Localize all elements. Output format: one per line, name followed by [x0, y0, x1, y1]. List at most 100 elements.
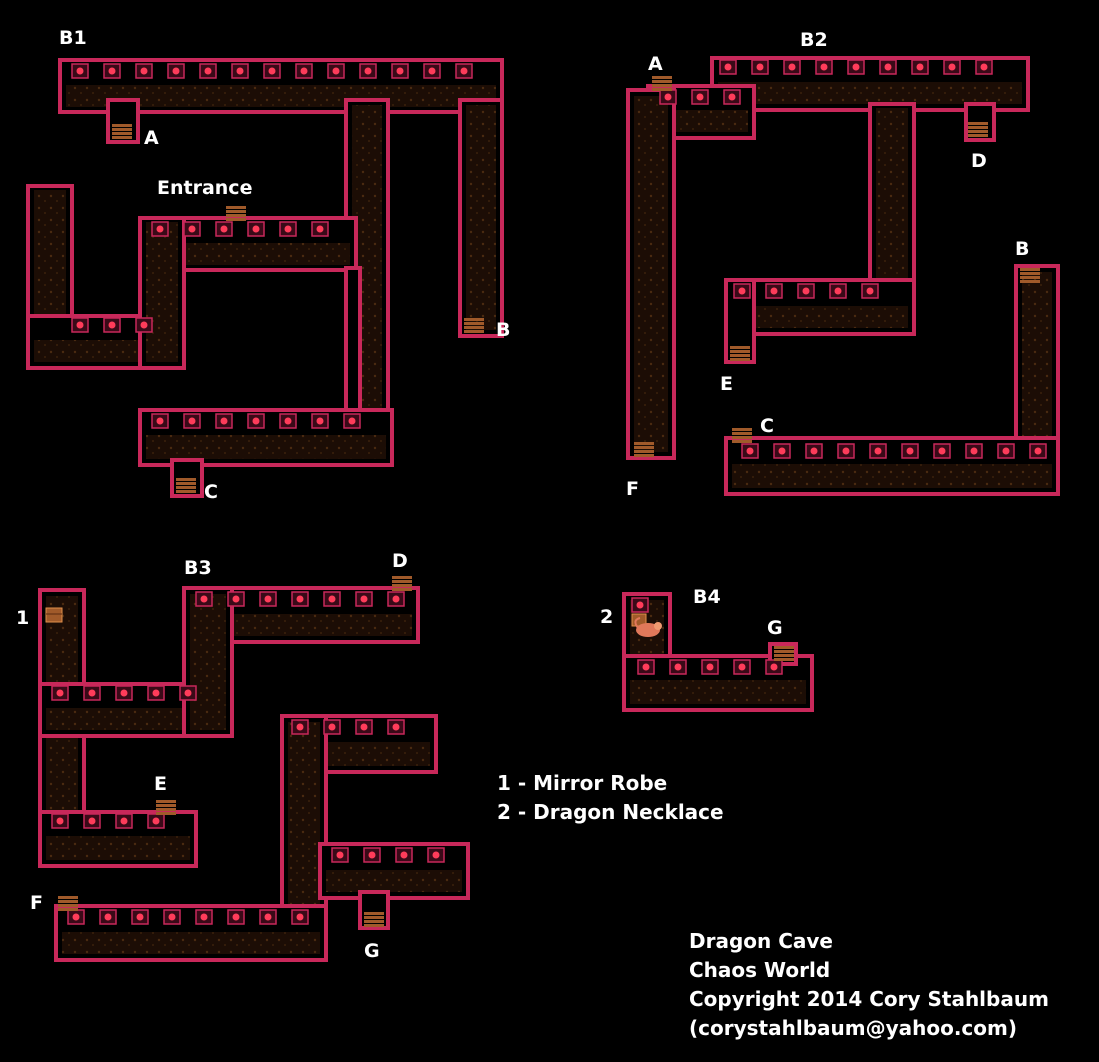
wall-lamp-icon — [183, 413, 201, 429]
stair-marker-b1-c: C — [204, 481, 218, 503]
wall-lamp-icon — [363, 847, 381, 863]
wall-lamp-icon — [975, 59, 993, 75]
wall-lamp-icon — [67, 909, 85, 925]
stair-marker-b3-g: G — [364, 940, 380, 962]
staircase-icon — [1020, 268, 1040, 283]
wall-lamp-icon — [1029, 443, 1047, 459]
dragon-boss-icon — [634, 617, 662, 637]
cave-floor — [732, 306, 908, 328]
wall-lamp-icon — [861, 283, 879, 299]
wall-lamp-icon — [279, 413, 297, 429]
wall-lamp-icon — [51, 813, 69, 829]
floor-label-b2: B2 — [800, 29, 828, 51]
wall-lamp-icon — [911, 59, 929, 75]
wall-lamp-icon — [291, 591, 309, 607]
cave-floor — [190, 614, 412, 636]
cave-floor — [634, 96, 668, 452]
wall-lamp-icon — [423, 63, 441, 79]
wall-lamp-icon — [135, 317, 153, 333]
entrance-label: Entrance — [157, 177, 252, 199]
wall-lamp-icon — [355, 591, 373, 607]
wall-lamp-icon — [701, 659, 719, 675]
wall-lamp-icon — [797, 283, 815, 299]
cave-floor — [190, 594, 226, 730]
floor-label-b1: B1 — [59, 27, 87, 49]
wall-lamp-icon — [765, 659, 783, 675]
credits-world: Chaos World — [689, 958, 831, 982]
wall-lamp-icon — [837, 443, 855, 459]
cave-floor — [62, 932, 320, 954]
stair-marker-b3-d: D — [392, 550, 408, 572]
wall-lamp-icon — [455, 63, 473, 79]
staircase-icon — [112, 124, 132, 139]
wall-lamp-icon — [199, 63, 217, 79]
wall-lamp-icon — [147, 813, 165, 829]
wall-lamp-icon — [147, 685, 165, 701]
staircase-icon — [226, 206, 246, 221]
credits-copyright: Copyright 2014 Cory Stahlbaum — [689, 987, 1049, 1011]
wall-lamp-icon — [387, 719, 405, 735]
legend-item-2: 2 - Dragon Necklace — [497, 800, 724, 824]
floor-b2-map — [626, 56, 1060, 496]
stair-marker-b3-e: E — [154, 773, 167, 795]
staircase-icon — [732, 428, 752, 443]
wall-lamp-icon — [215, 221, 233, 237]
wall-lamp-icon — [733, 659, 751, 675]
item-marker-1: 1 — [16, 607, 29, 629]
wall-lamp-icon — [99, 909, 117, 925]
item-marker-2: 2 — [600, 606, 613, 628]
floor-b3-map — [38, 586, 470, 962]
wall-lamp-icon — [355, 719, 373, 735]
wall-lamp-icon — [183, 221, 201, 237]
wall-lamp-icon — [259, 591, 277, 607]
stair-marker-b4-g: G — [767, 617, 783, 639]
floor-b1-map — [26, 58, 504, 498]
wall-lamp-icon — [215, 413, 233, 429]
stair-marker-b1-a: A — [144, 127, 159, 149]
wall-lamp-icon — [135, 63, 153, 79]
stair-marker-b2-d: D — [971, 150, 987, 172]
staircase-icon — [58, 896, 78, 911]
wall-lamp-icon — [631, 597, 649, 613]
floor-label-b4: B4 — [693, 586, 721, 608]
wall-lamp-icon — [879, 59, 897, 75]
wall-lamp-icon — [291, 719, 309, 735]
cave-floor — [146, 243, 350, 265]
staircase-icon — [176, 478, 196, 493]
cave-floor — [46, 836, 190, 860]
staircases — [58, 76, 1040, 927]
wall-lamp-icon — [723, 89, 741, 105]
wall-lamp-icon — [263, 63, 281, 79]
wall-lamp-icon — [343, 413, 361, 429]
wall-lamp-icon — [247, 413, 265, 429]
cave-floor — [630, 680, 806, 704]
wall-lamp-icon — [71, 317, 89, 333]
cave-wall — [106, 98, 140, 144]
staircase-icon — [730, 346, 750, 361]
wall-lamp-icon — [773, 443, 791, 459]
wall-lamp-icon — [719, 59, 737, 75]
wall-lamp-icon — [901, 443, 919, 459]
stair-marker-b2-e: E — [720, 373, 733, 395]
wall-lamp-icon — [131, 909, 149, 925]
wall-lamp-icon — [691, 89, 709, 105]
legend-item-1: 1 - Mirror Robe — [497, 771, 668, 795]
wall-lamp-icon — [179, 685, 197, 701]
wall-lamp-icon — [227, 909, 245, 925]
wall-lamp-icon — [247, 221, 265, 237]
staircase-icon — [634, 442, 654, 457]
wall-lamp-icon — [259, 909, 277, 925]
stair-marker-b3-f: F — [30, 892, 43, 914]
wall-lamp-icon — [331, 847, 349, 863]
stair-marker-b2-b: B — [1015, 238, 1029, 260]
wall-lamp-icon — [327, 63, 345, 79]
wall-lamp-icon — [391, 63, 409, 79]
wall-lamp-icon — [965, 443, 983, 459]
floor-label-b3: B3 — [184, 557, 212, 579]
wall-lamp-icon — [163, 909, 181, 925]
wall-lamp-icon — [115, 813, 133, 829]
credits-map-name: Dragon Cave — [689, 929, 833, 953]
cave-floor — [718, 82, 1022, 104]
wall-lamp-icon — [847, 59, 865, 75]
